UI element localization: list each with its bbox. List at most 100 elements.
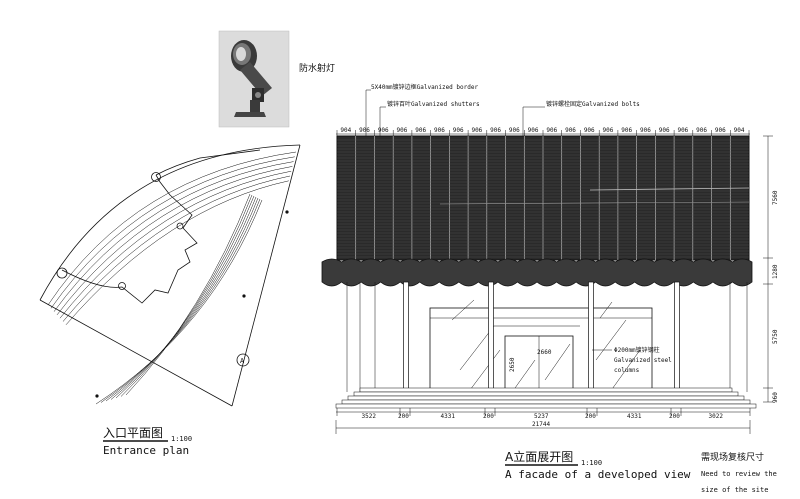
plan-arc-line [105,197,259,402]
right-dimension-column: 7560 1280 5750 960 [763,135,779,403]
total-dimension: 21744 [532,421,550,428]
callout-bolts: 镀锌螺栓固定Galvanized bolts [546,100,640,108]
bottom-dimension-label: 3522 [362,413,377,420]
bottom-dimension-label: 200 [483,413,494,420]
glass-hatch-line [595,319,627,361]
plan-arc-line [53,161,294,312]
plan-title-cn: 入口平面图 [103,426,163,440]
shutter-slats [337,136,750,260]
top-dimension-label: 906 [359,127,370,134]
plan-arc-line [62,175,291,322]
right-dimension-label: 960 [772,392,779,403]
plan-column [56,267,68,279]
plan-building-outline [61,174,198,304]
plan-arc-line [50,156,295,309]
steel-column [403,281,409,395]
top-dimension-label: 906 [397,127,408,134]
glass-hatch-line [599,301,613,319]
bottom-dimension-label: 5237 [534,413,549,420]
bottom-dimension-label: 3022 [709,413,724,420]
glass-hatch-line [451,299,475,321]
top-dimension-label: 906 [584,127,595,134]
step [335,403,757,409]
plan-arc-line [56,166,293,316]
plan-arc-line [59,170,292,319]
note-en-line2: size of the site [701,486,768,494]
elevation-scale: 1:100 [581,459,602,467]
steel-column [488,281,494,395]
top-dimension-label: 906 [415,127,426,134]
plan-building-top [155,149,261,176]
top-dimension-label: 906 [471,127,482,134]
plan-arc-line [47,151,297,306]
elevation-title-cn: A立面展开图 [505,449,573,464]
plan-arc-line [115,195,255,399]
door-dim-top: 2660 [537,349,552,356]
plan-arc-line [100,198,261,403]
callout-columns-2: Galvanized steel [614,357,672,364]
plan-light-marker [242,294,246,298]
section-marker-label: A [240,357,245,365]
callout-border: 5X40mm镀锌边框Galvanized border [371,83,478,91]
top-dimension-label: 906 [434,127,445,134]
plan-light-marker [95,394,99,398]
section-marker [236,353,250,367]
top-dimension-label: 906 [621,127,632,134]
spotlight-icon [231,40,272,117]
plan-arc-bands [47,151,297,405]
step [347,395,745,401]
top-dimension-label: 906 [603,127,614,134]
plan-light-marker [285,210,289,214]
right-dimension-label: 7560 [772,190,779,205]
glass-hatch-line [469,349,501,391]
plan-lower-edge [39,299,233,407]
top-dimension-label: 904 [340,127,351,134]
step [353,391,739,397]
elevation-title-en: A facade of a developed view [505,468,691,481]
entrance-steps [335,387,757,409]
top-dimension-label: 906 [378,127,389,134]
plan-arc-line [120,194,253,397]
note-cn: 需现场复核尺寸 [701,451,764,463]
top-dimension-label: 906 [509,127,520,134]
plan-right-edge [231,144,301,407]
glass-hatch-line [514,359,536,389]
plan-scale: 1:100 [171,435,192,443]
spotlight-label: 防水射灯 [299,62,335,74]
top-dimension-label: 906 [696,127,707,134]
top-dimension-label: 906 [715,127,726,134]
plan-arc-line [65,180,289,325]
plan-arc-line [110,196,257,400]
plan-column [176,222,184,230]
top-dimension-label: 906 [528,127,539,134]
callout-shutters: 镀锌百叶Galvanized shutters [387,100,480,108]
entrance-plan: A [39,144,301,407]
top-dimension-label: 906 [565,127,576,134]
steel-column [588,281,594,395]
top-dimension-label: 906 [546,127,557,134]
plan-outer-arc [39,144,301,301]
step [341,399,751,405]
bottom-dimension-label: 200 [585,413,596,420]
top-dimension-label: 906 [640,127,651,134]
right-dimension-label: 1280 [772,264,779,279]
top-dimension-label: 906 [677,127,688,134]
right-dimension-label: 5750 [772,329,779,344]
plan-title-en: Entrance plan [103,444,189,457]
steel-column [674,281,680,395]
step [359,387,733,393]
top-dimension-label: 906 [453,127,464,134]
plan-column [151,172,161,182]
bottom-dimension-label: 4331 [627,413,642,420]
top-dimension-label: 904 [734,127,745,134]
bottom-dimension-label: 200 [398,413,409,420]
shutter-highlight [589,187,750,191]
top-dimension-label: 906 [659,127,670,134]
glass-hatch-line [609,349,641,393]
callout-border-leader [365,89,371,148]
glass-hatch [451,299,641,393]
top-dimension-label: 906 [490,127,501,134]
facade-elevation: 5X40mm镀锌边框Galvanized border 镀锌百叶Galvaniz… [321,83,779,434]
